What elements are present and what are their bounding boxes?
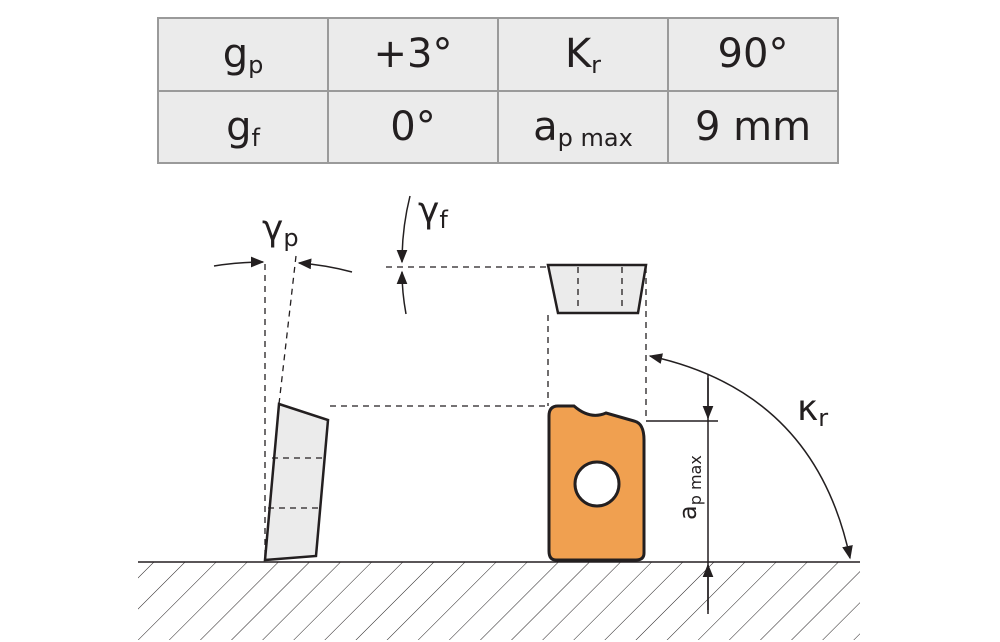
cell-gamma-p-label: gp <box>157 17 329 92</box>
projection-lines <box>330 267 647 421</box>
insert-top-body <box>546 263 648 315</box>
kappa-r-label: κr <box>797 388 828 432</box>
cell-gamma-f-value: 0° <box>327 89 499 164</box>
cell-gamma-f-label: gf <box>157 89 329 164</box>
cell-gamma-p-value: +3° <box>327 17 499 92</box>
gamma-f-label: γf <box>418 190 448 234</box>
gamma-p-inclined-line <box>278 255 297 405</box>
gamma-p-label: γp <box>262 208 299 252</box>
cell-kappa-r-value: 90° <box>667 17 839 92</box>
gamma-f-arc-top <box>396 195 411 264</box>
insert-front-view <box>547 404 646 562</box>
insert-screw-hole <box>573 460 621 508</box>
cell-ap-max-label: ap max <box>497 89 669 164</box>
gamma-f-arc-bottom <box>396 270 408 315</box>
gamma-f-dimension: γf <box>386 190 548 315</box>
kappa-r-dimension: κr <box>648 353 853 560</box>
workpiece-hatch <box>138 562 860 640</box>
gamma-p-dimension: γp <box>213 208 353 560</box>
table-row: gf 0° ap max 9 mm <box>157 89 839 164</box>
workpiece <box>138 561 860 640</box>
insert-side-view <box>263 402 330 562</box>
cell-ap-max-value: 9 mm <box>667 89 839 164</box>
kappa-r-arc <box>648 353 853 560</box>
spec-table: gp +3° Kr 90° gf 0° ap max 9 mm <box>157 17 839 164</box>
insert-side-body <box>263 402 330 562</box>
cell-kappa-r-label: Kr <box>497 17 669 92</box>
ap-max-label: ap max <box>674 455 705 520</box>
insert-top-view <box>546 263 648 315</box>
gamma-p-arc-left <box>213 256 265 268</box>
gamma-p-arc-right <box>297 258 353 273</box>
table-row: gp +3° Kr 90° <box>157 17 839 92</box>
